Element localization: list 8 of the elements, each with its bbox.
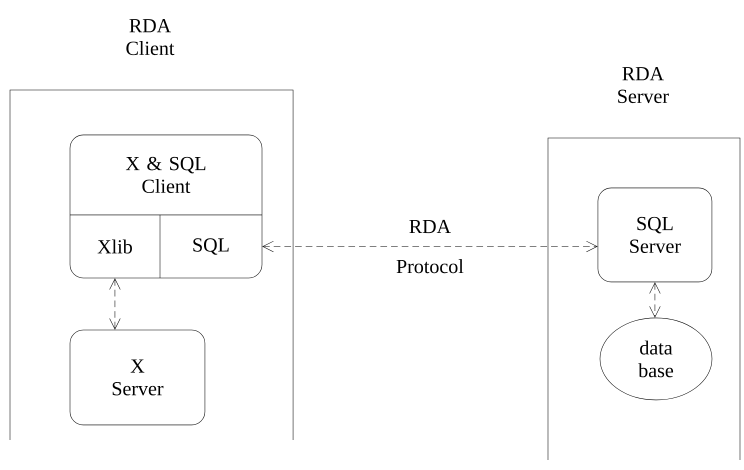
edge-label: RDA Protocol <box>396 220 464 274</box>
arrow <box>109 278 121 330</box>
component-cell: SQL <box>193 238 229 255</box>
arrow <box>649 282 661 318</box>
arrow <box>262 240 598 252</box>
component-cell: Xlib <box>98 240 132 254</box>
component-box: X Server <box>70 330 206 426</box>
component-box: SQL Server <box>598 188 712 282</box>
